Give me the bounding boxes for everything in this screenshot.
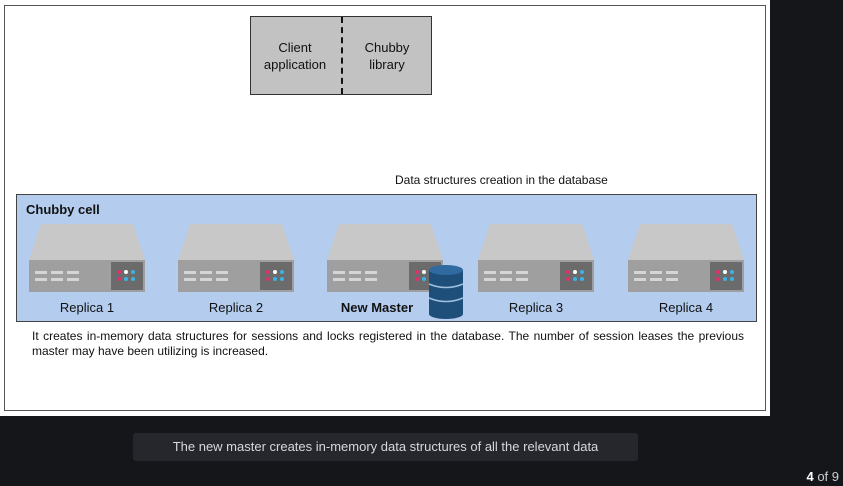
pager-current: 4 — [806, 469, 814, 484]
server-icon — [327, 224, 464, 319]
new-master-label: New Master — [340, 300, 414, 315]
database-icon — [428, 265, 464, 319]
diagram-caption: Data structures creation in the database — [395, 173, 608, 187]
replica-label: Replica 2 — [208, 300, 264, 315]
slide-pager: 4 of 9 — [806, 469, 839, 484]
replica-label: Replica 4 — [658, 300, 714, 315]
step-description: It creates in-memory data structures for… — [32, 329, 744, 358]
chubby-cell: Chubby cell Replica 1 Replica 2 New Master… — [16, 194, 757, 322]
pager-total: of 9 — [813, 469, 839, 484]
server-icon — [29, 224, 145, 292]
replica-label: Replica 3 — [508, 300, 564, 315]
chubby-library-label: Chubby library — [364, 40, 410, 72]
chubby-cell-title: Chubby cell — [26, 202, 100, 217]
client-application-label: Client application — [263, 40, 327, 72]
server-icon — [478, 224, 594, 292]
server-icon — [178, 224, 294, 292]
client-box: Client application Chubby library — [250, 16, 432, 95]
replica-label: Replica 1 — [59, 300, 115, 315]
dashed-divider — [341, 17, 343, 94]
slide: Client application Chubby library Data s… — [0, 0, 770, 416]
server-icon — [628, 224, 744, 292]
step-caption: The new master creates in-memory data st… — [133, 433, 638, 461]
